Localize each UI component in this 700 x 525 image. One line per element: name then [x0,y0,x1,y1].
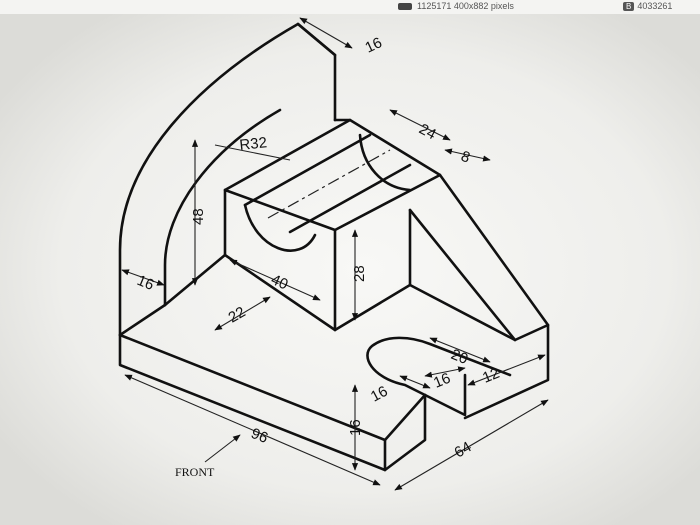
back-plate-curve [118,22,337,337]
dim-line-slot-offset [399,375,431,389]
groove-right-arc [358,133,412,192]
label-height-left: 48 [190,208,207,225]
groove-back-line [243,133,372,207]
label-front-view: FRONT [175,465,215,479]
dim-line-overall-length [124,374,381,486]
label-left-thickness: 16 [135,272,157,294]
label-block-length: 40 [268,271,290,293]
dim-line-front-offset [214,296,271,331]
block-top-face [223,118,442,232]
back-plate-bottom-edge [118,303,167,337]
image-icon [398,3,412,11]
image-info-chip: 1125171 400x882 pixels [398,1,514,11]
front-view-arrow [204,434,241,463]
groove-left-arc [243,203,317,252]
dim-line-block-length [229,259,321,301]
label-rib-thickness: 12 [480,365,502,387]
label-overall-width: 64 [452,438,475,461]
label-slot-length: 20 [449,346,471,368]
dim-line-side-offset [444,148,491,162]
dim-line-slot-gap [424,366,466,378]
dim-line-slot-width [389,109,451,141]
dimension-lines [121,17,549,491]
groove-center-line [267,149,391,219]
dim-line-rib-thickness [467,354,546,386]
base-slot-outline [366,336,512,397]
block-bottom-right-edge [333,283,412,332]
rib-sloped-face [408,173,550,342]
label-radius: R32 [239,134,268,154]
label-slot-gap: 16 [431,370,453,392]
groove-front-line [288,163,412,234]
dim-line-top-thickness [299,17,353,49]
label-front-offset: 22 [226,303,249,326]
label-overall-length: 96 [249,425,271,447]
file-badge-icon: B [623,2,635,11]
screen-background [0,14,700,525]
dim-line-left-thickness [121,269,165,286]
label-block-height: 28 [351,265,368,282]
dimension-labels: 16 R32 24 8 48 16 40 28 22 20 16 16 12 1… [135,34,502,479]
label-slot-width: 24 [416,121,439,144]
label-top-thickness: 16 [363,34,385,56]
label-base-height: 16 [347,419,364,436]
dim-leader-radius [214,144,291,161]
dim-line-overall-width [394,399,549,491]
label-slot-offset: 16 [368,383,391,406]
